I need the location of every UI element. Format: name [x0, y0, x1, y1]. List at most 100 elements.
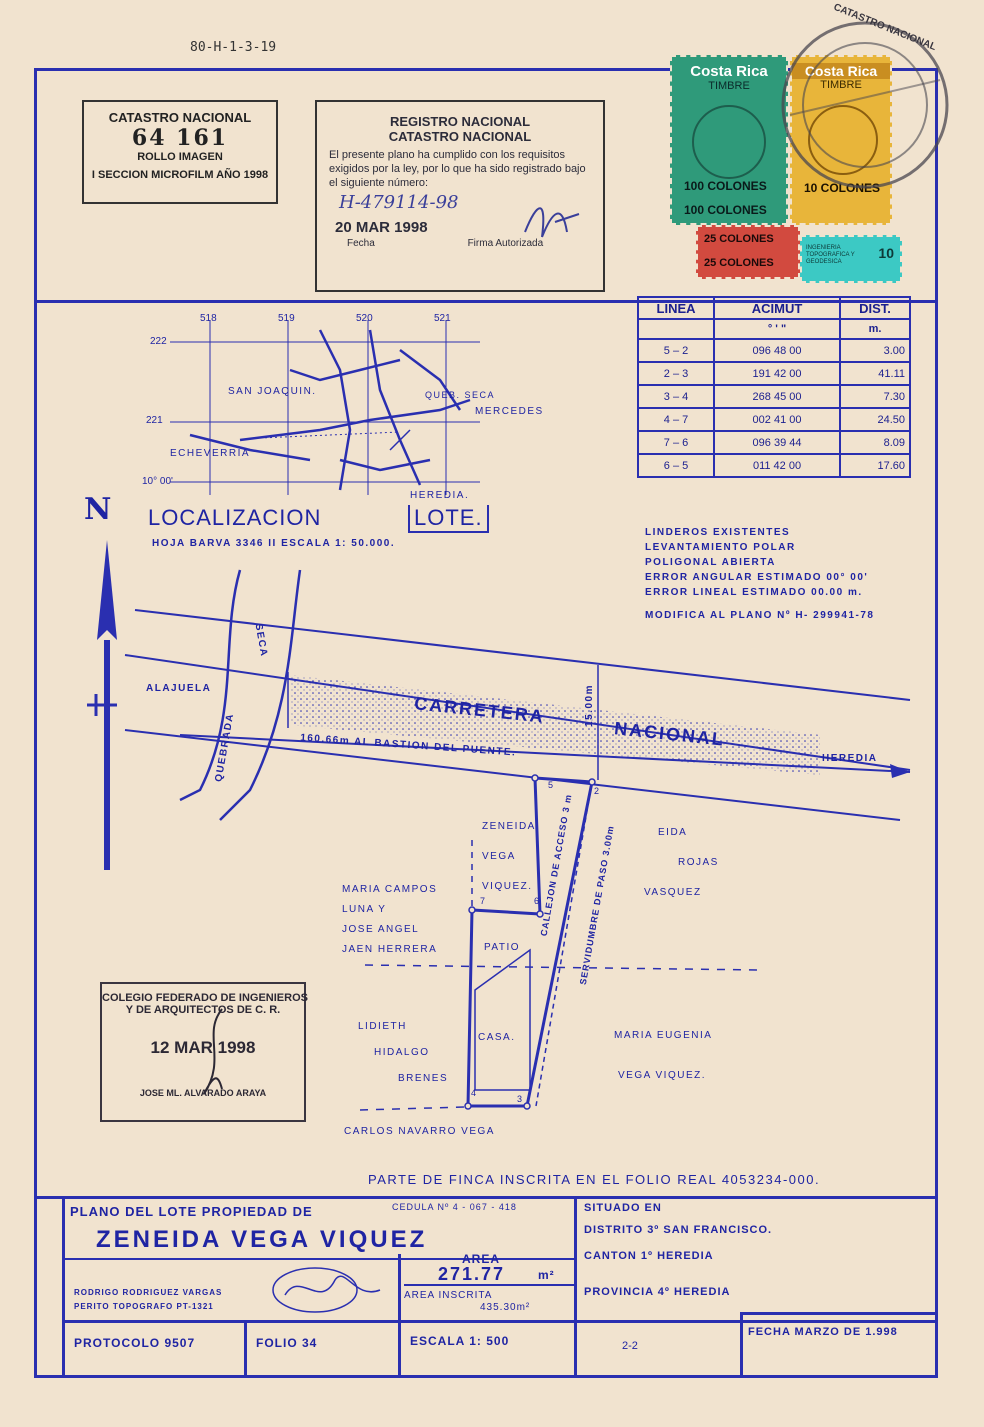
localizacion-title: LOCALIZACION — [148, 505, 322, 530]
header-acimut: ACIMUT — [713, 296, 841, 320]
neighbor-zeneida: ZENEIDA VEGA VIQUEZ. — [482, 812, 536, 902]
provincia: PROVINCIA 4º HEREDIA — [584, 1286, 731, 1298]
registro-body: El presente plano ha cumplido con los re… — [329, 149, 586, 189]
place-san-joaquin: SAN JOAQUIN. — [228, 386, 317, 397]
stamp-timbre-2: TIMBRE — [820, 79, 862, 91]
sheet-number: 2-2 — [622, 1340, 638, 1352]
place-queb-seca: QUEB. SECA — [425, 390, 496, 400]
finca-line: PARTE DE FINCA INSCRITA EN EL FOLIO REAL… — [368, 1172, 821, 1187]
area-value: 271.77 — [438, 1264, 506, 1284]
surveyor-title: PERITO TOPOGRAFO PT-1321 — [74, 1302, 214, 1311]
neighbor-line: LIDIETH — [358, 1021, 407, 1032]
catastro-footer: I SECCION MICROFILM AÑO 1998 — [91, 169, 269, 181]
catastro-subtitle: ROLLO IMAGEN — [137, 151, 223, 163]
stamp-seal-icon-2 — [808, 105, 878, 175]
outer-frame — [34, 68, 938, 1378]
azimuth-line: 3 – 4 — [636, 384, 716, 409]
stamp-timbre: TIMBRE — [708, 80, 750, 92]
grid-corner: 10° 00' — [142, 476, 173, 487]
place-mercedes: MERCEDES — [475, 406, 544, 417]
neighbor-line: VEGA VIQUEZ. — [618, 1070, 707, 1081]
unit-acimut: ° ' " — [713, 318, 841, 340]
neighbor-maria-campos: MARIA CAMPOS LUNA Y JOSE ANGEL JAEN HERR… — [342, 880, 437, 960]
title-block-folio-border — [244, 1320, 247, 1378]
point-7: 7 — [480, 896, 486, 906]
neighbor-line: VIQUEZ. — [482, 881, 533, 892]
canton: CANTON 1º HEREDIA — [584, 1250, 714, 1262]
unit-linea — [636, 318, 716, 340]
neighbor-line: JAEN HERRERA — [342, 944, 438, 955]
registro-line1: REGISTRO NACIONAL — [389, 114, 531, 129]
grid-y-222: 222 — [150, 336, 167, 347]
place-echeverria: ECHEVERRIA — [170, 448, 251, 459]
note-item: ERROR ANGULAR ESTIMADO 00° 00' — [645, 572, 869, 583]
title-block-left-border — [62, 1198, 65, 1378]
stamp-seal-icon — [692, 105, 766, 179]
neighbor-maria-eugenia: MARIA EUGENIA VEGA VIQUEZ. — [614, 1016, 712, 1096]
patio-label: PATIO — [484, 942, 521, 953]
catastro-title: CATASTRO NACIONAL — [108, 110, 252, 125]
grid-x-520: 520 — [356, 313, 373, 324]
neighbor-line: BRENES — [398, 1073, 449, 1084]
title-block-mid-border — [574, 1198, 577, 1378]
title-block-area-border — [398, 1254, 401, 1378]
stamp-colones-25a: 25 COLONES — [704, 233, 774, 245]
note-item: POLIGONAL ABIERTA — [645, 557, 776, 568]
area-box — [404, 1254, 574, 1286]
registro-fecha-label: Fecha — [347, 238, 375, 249]
header-divider — [36, 300, 936, 303]
header-dist: DIST. — [838, 296, 912, 320]
title-block-rule — [62, 1258, 574, 1260]
unit-dist: m. — [838, 318, 912, 340]
note-item: ERROR LINEAL ESTIMADO 00.00 m. — [645, 587, 863, 598]
plano-label: PLANO DEL LOTE PROPIEDAD DE — [70, 1204, 313, 1219]
azimuth-line: 2 – 3 — [636, 361, 716, 386]
alajuela-label: ALAJUELA — [146, 683, 212, 694]
registro-line2: CATASTRO NACIONAL — [388, 129, 532, 144]
surveyor-name: RODRIGO RODRIGUEZ VARGAS — [74, 1288, 223, 1297]
colegio-name: JOSE ML. ALVARADO ARAYA — [139, 1088, 267, 1098]
stamp-colones-100b: 100 COLONES — [684, 203, 767, 217]
stamp-colones-100a: 100 COLONES — [684, 179, 767, 193]
azimuth-line: 6 – 5 — [636, 453, 716, 478]
catastro-numbers: 64 161 — [131, 125, 229, 151]
grid-x-518: 518 — [200, 313, 217, 324]
point-4: 4 — [471, 1088, 477, 1098]
map-scale-line: HOJA BARVA 3346 II ESCALA 1: 50.000. — [152, 538, 396, 549]
situado-label: SITUADO EN — [584, 1202, 662, 1214]
site-plan-drawing — [124, 569, 911, 1111]
folio: FOLIO 34 — [256, 1336, 318, 1350]
registro-signature-icon — [524, 207, 580, 238]
grid-x-521: 521 — [434, 313, 451, 324]
width-label: 15.00m — [583, 684, 595, 727]
colegio-line1: COLEGIO FEDERADO DE INGENIEROS — [102, 992, 308, 1004]
area-unit: m² — [538, 1268, 555, 1282]
azimuth-line: 5 – 2 — [636, 338, 716, 363]
heredia-road-label: HEREDIA — [822, 753, 878, 764]
note-item: LEVANTAMIENTO POLAR — [645, 542, 796, 553]
neighbor-line: MARIA CAMPOS — [342, 884, 438, 895]
neighbor-lidieth: LIDIETH HIDALGO BRENES — [358, 1014, 448, 1092]
area-inscrita-value: 435.30m² — [480, 1302, 531, 1313]
neighbor-line: ROJAS — [678, 857, 719, 868]
catastro-box: CATASTRO NACIONAL 64 161 ROLLO IMAGEN I … — [82, 100, 278, 204]
distrito: DISTRITO 3º SAN FRANCISCO. — [584, 1224, 773, 1236]
azimuth-header-row: LINEA ACIMUT DIST. — [636, 296, 912, 320]
stamp-small-label: INGENIERIA TOPOGRAFICA Y GEODESICA — [806, 245, 855, 265]
place-heredia: HEREDIA. — [410, 490, 470, 501]
neighbor-line: HIDALGO — [374, 1047, 430, 1058]
azimuth-distance: 17.60 — [838, 453, 912, 478]
azimuth-distance: 3.00 — [838, 338, 912, 363]
neighbor-line: MARIA EUGENIA — [614, 1030, 713, 1041]
title-block-fecha-border — [740, 1312, 743, 1378]
north-arrow-icon — [97, 540, 117, 870]
colegio-date: 12 MAR 1998 — [150, 1038, 256, 1057]
neighbor-line: VASQUEZ — [644, 887, 702, 898]
